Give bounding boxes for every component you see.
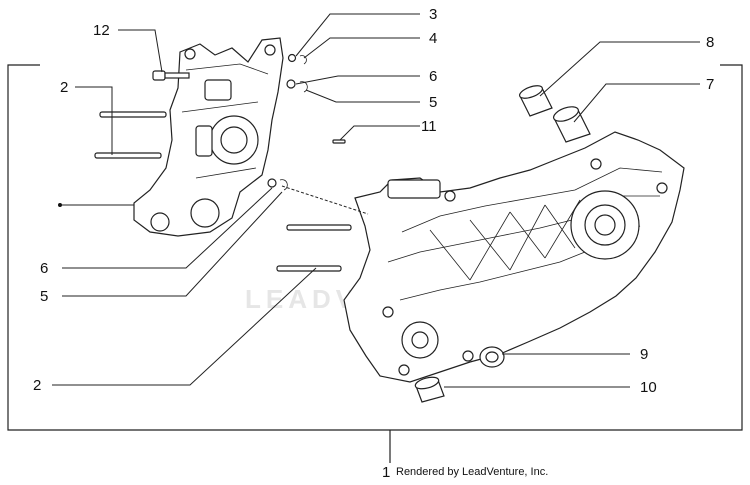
callout-6-upper: 6 [429, 68, 437, 85]
callout-5-upper: 5 [429, 94, 437, 111]
leader-lines [52, 13, 700, 388]
callout-2-lower: 2 [33, 377, 41, 394]
callout-10: 10 [640, 379, 657, 396]
callout-8: 8 [706, 34, 714, 51]
dowel-pins-upper [94, 111, 167, 159]
washer-clip-left [267, 178, 288, 191]
left-crankcase-half [133, 37, 284, 237]
bushing-8 [518, 85, 553, 117]
small-parts-upper [286, 53, 346, 144]
callout-2-upper: 2 [60, 79, 68, 96]
callout-3: 3 [429, 6, 437, 23]
bushing-10 [414, 376, 445, 403]
callout-1: 1 [382, 464, 390, 481]
callout-11: 11 [421, 118, 437, 135]
bushing-7 [553, 106, 591, 143]
bearing-9 [479, 346, 505, 368]
callout-9: 9 [640, 346, 648, 363]
callout-6-lower: 6 [40, 260, 48, 277]
assembly-bracket [7, 64, 743, 463]
credit-text: Rendered by LeadVenture, Inc. [396, 466, 548, 478]
callout-4: 4 [429, 30, 437, 47]
callout-12: 12 [93, 22, 110, 39]
callout-7: 7 [706, 76, 714, 93]
bolt-part [152, 70, 190, 81]
right-crankcase-half [343, 131, 685, 383]
callout-5-lower: 5 [40, 288, 48, 305]
leader-dot [58, 203, 62, 207]
dowel-pins-center [276, 224, 352, 272]
